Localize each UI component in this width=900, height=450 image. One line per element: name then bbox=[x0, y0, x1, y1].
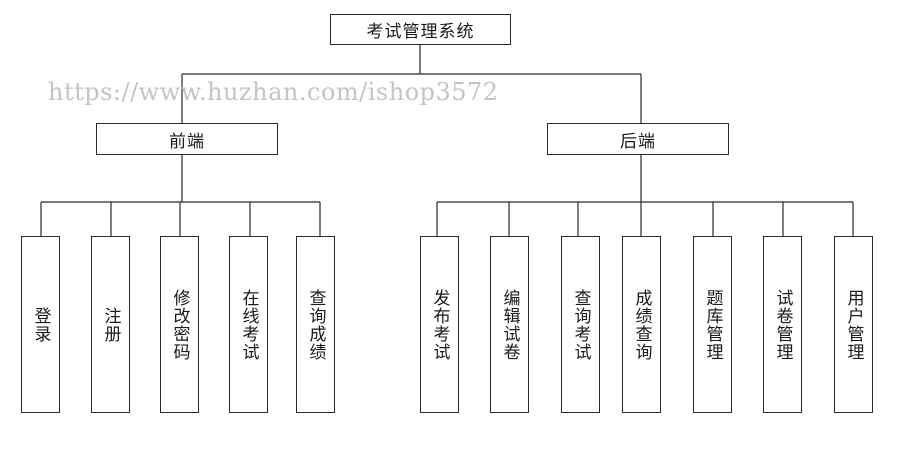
backend-item-3: 查询考试 bbox=[561, 236, 600, 413]
frontend-item-1: 登录 bbox=[21, 236, 60, 413]
watermark-text: https://www.huzhan.com/ishop3572 bbox=[48, 78, 499, 106]
backend-node: 后端 bbox=[547, 123, 729, 155]
root-node: 考试管理系统 bbox=[330, 14, 511, 45]
backend-item-4: 成绩查询 bbox=[622, 236, 661, 413]
frontend-item-5: 查询成绩 bbox=[296, 236, 335, 413]
backend-item-7: 用户管理 bbox=[834, 236, 873, 413]
backend-item-2: 编辑试卷 bbox=[490, 236, 529, 413]
backend-item-6: 试卷管理 bbox=[763, 236, 802, 413]
backend-item-1: 发布考试 bbox=[420, 236, 459, 413]
frontend-item-2: 注册 bbox=[91, 236, 130, 413]
backend-item-5: 题库管理 bbox=[693, 236, 732, 413]
frontend-item-3: 修改密码 bbox=[160, 236, 199, 413]
frontend-item-4: 在线考试 bbox=[229, 236, 268, 413]
frontend-node: 前端 bbox=[96, 123, 278, 155]
